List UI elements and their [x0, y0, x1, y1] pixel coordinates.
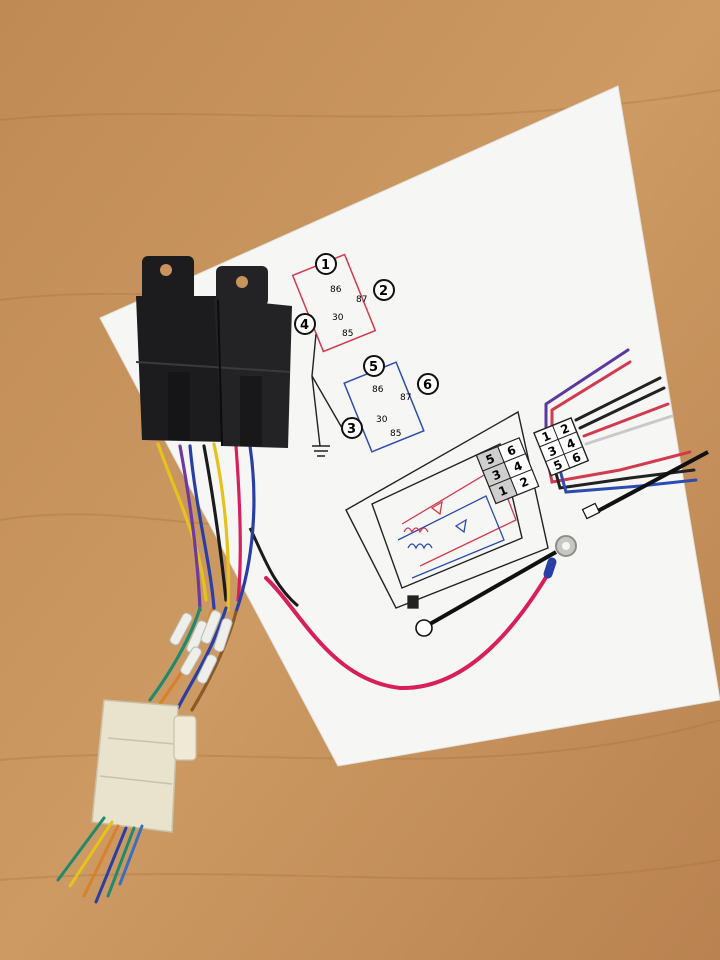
- relay-right-socket: [240, 376, 262, 446]
- printed-ground-wire: [415, 450, 709, 637]
- relay-1-pin-1: [315, 253, 337, 275]
- relay-2-pin-6-label: 6: [423, 378, 432, 393]
- relay-1-terminal-30: 30: [332, 313, 344, 323]
- ring-terminal: [555, 535, 577, 557]
- plug-connector: [91, 699, 197, 833]
- relay-1-pin-4-label: 4: [300, 318, 309, 333]
- relay-2-pin-5: [363, 355, 385, 377]
- pink-wire: [264, 557, 557, 691]
- wire-bundle: [148, 442, 256, 712]
- crimp-sleeves: [169, 610, 233, 684]
- relay-left-mount-tab: [142, 256, 194, 302]
- relay-2-terminal-86: 86: [372, 385, 384, 395]
- relay-2-terminal-87: 87: [400, 393, 411, 403]
- connector-ridge-2: [99, 775, 173, 785]
- relay-seam: [135, 361, 291, 373]
- relay-divider: [217, 299, 223, 447]
- relay-2-terminal-30: 30: [376, 415, 388, 425]
- schematic-lines: [311, 333, 549, 609]
- relay-1-terminal-86: 86: [330, 285, 342, 295]
- relay-2-diagram: 5 6 3 86 87 30 85: [341, 355, 439, 453]
- connector-ridge-1: [107, 737, 175, 745]
- relay-1-pin-2-label: 2: [379, 284, 388, 299]
- schematic-paper: [99, 85, 720, 767]
- side-connector-grid: 1 2 3 4 5 6: [533, 417, 590, 477]
- relay-left-mount-hole: [160, 264, 172, 276]
- relay-1-pin-1-label: 1: [321, 258, 330, 273]
- relay-1-terminal-85: 85: [342, 329, 353, 339]
- relay-1-diagram: 1 2 4 86 87 30 85: [291, 253, 395, 353]
- relay-right-mount-hole: [236, 276, 248, 288]
- schematic-connector-grid: 5 6 3 4 1 2: [475, 437, 540, 505]
- connector-body: [91, 699, 179, 833]
- relay-2-pin-5-label: 5: [369, 360, 378, 375]
- connector-latch: [173, 715, 197, 761]
- relay-1-terminal-87: 87: [356, 295, 367, 305]
- relay-left-socket: [168, 372, 190, 440]
- relay-1-pin-4: [294, 313, 316, 335]
- relay-left-body: [136, 296, 226, 442]
- relay-2-terminal-85: 85: [390, 429, 401, 439]
- relay-2-pin-6: [417, 373, 439, 395]
- relay-1-pin-2: [373, 279, 395, 301]
- wire-tails: [56, 816, 144, 904]
- relay-2-pin-3-label: 3: [347, 422, 356, 437]
- relay-pair: [135, 256, 292, 448]
- relay-right-body: [214, 298, 292, 448]
